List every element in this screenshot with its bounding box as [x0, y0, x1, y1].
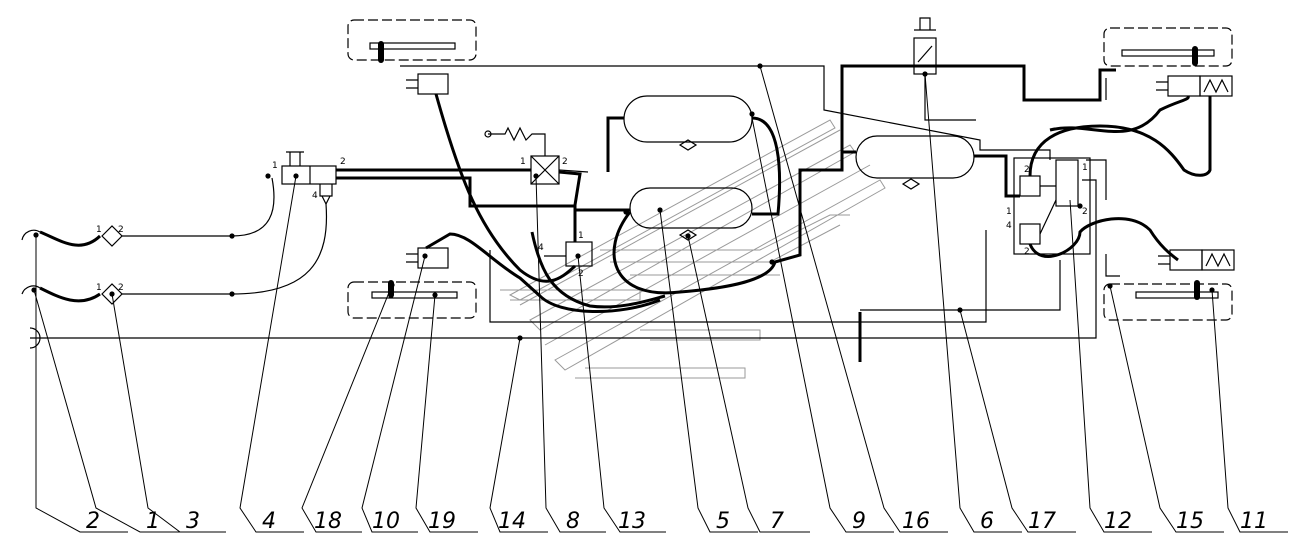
chassis-outline [500, 119, 886, 379]
port-label: 4 [1006, 221, 1012, 231]
port-label: 1 [1006, 207, 1012, 217]
wheel-rear-left [347, 280, 477, 319]
callout-8: 8 [566, 509, 580, 534]
port-label: 1 [578, 231, 584, 241]
port-label: 2 [1024, 247, 1030, 257]
spring-brake-chamber-front-right [1156, 75, 1233, 97]
callout-5: 5 [716, 509, 730, 534]
brake-chamber-front-left [406, 73, 449, 95]
port-label: 1 [96, 283, 102, 293]
wheel-front-left [347, 19, 477, 63]
port-label: 4 [312, 191, 318, 201]
port-label: 2 [578, 269, 584, 279]
wheel-front-right [1103, 27, 1233, 67]
leader-lines [33, 65, 1288, 533]
port-label: 2 [1024, 165, 1030, 175]
coupling-head-1 [21, 229, 41, 241]
callout-9: 9 [852, 509, 866, 534]
callout-labels: 2 1 3 4 18 10 19 14 8 13 5 7 9 16 6 17 1… [86, 509, 1268, 534]
trailer-control-valve [281, 151, 337, 206]
callout-13: 13 [618, 509, 646, 534]
control-lines [30, 65, 1120, 339]
relay-valve [484, 126, 560, 185]
coupling-head-2 [21, 285, 41, 295]
callout-6: 6 [980, 509, 994, 534]
spring-brake-chamber-rear-right [1158, 249, 1235, 271]
callout-12: 12 [1104, 509, 1132, 534]
callout-14: 14 [498, 509, 526, 534]
callout-17: 17 [1028, 509, 1056, 534]
junction-dots [31, 63, 1215, 341]
callout-11: 11 [1240, 509, 1268, 534]
port-label: 4 [538, 243, 544, 253]
air-tank-middle [629, 187, 753, 241]
port-label: 2 [1082, 207, 1088, 217]
callout-4: 4 [262, 509, 276, 534]
callout-10: 10 [372, 509, 400, 534]
pressure-lines [39, 64, 1212, 362]
wheel-rear-right [1103, 280, 1233, 321]
air-tank-right [855, 135, 975, 190]
port-label: 1 [96, 225, 102, 235]
port-label: 2 [118, 225, 124, 235]
port-label: 2 [562, 157, 568, 167]
callout-16: 16 [902, 509, 930, 534]
callout-18: 18 [314, 509, 342, 534]
port-label: 1 [272, 161, 278, 171]
port-label: 2 [118, 283, 124, 293]
callout-2: 2 [86, 509, 100, 534]
load-valve-assembly [1013, 157, 1091, 255]
callout-15: 15 [1176, 509, 1204, 534]
port-label: 2 [340, 157, 346, 167]
port-labels: 1 2 1 2 1 2 4 1 2 1 2 4 1 2 2 4 1 2 [96, 157, 1088, 293]
callout-19: 19 [428, 509, 456, 534]
callout-1: 1 [146, 509, 160, 534]
air-tank-upper [623, 95, 753, 151]
brake-chamber-rear-left [406, 247, 449, 269]
callout-3: 3 [186, 509, 200, 534]
callout-7: 7 [770, 509, 784, 534]
port-label: 1 [520, 157, 526, 167]
port-label: 1 [1082, 163, 1088, 173]
